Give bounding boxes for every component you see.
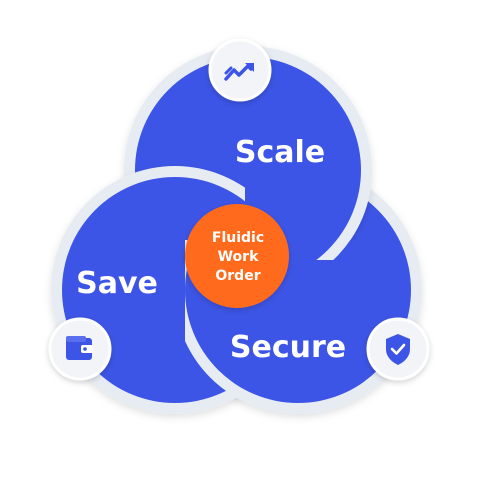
scale-label: Scale — [235, 135, 325, 170]
center-line-2: Work — [218, 249, 259, 265]
scale-badge — [208, 38, 272, 102]
center-line-3: Order — [215, 268, 260, 284]
wallet-icon — [66, 336, 93, 360]
shield-check-icon — [386, 334, 410, 365]
save-label: Save — [76, 266, 158, 301]
center-line-1: Fluidic — [212, 230, 264, 246]
secure-label: Secure — [230, 330, 346, 365]
trend-up-icon — [224, 63, 254, 81]
center-hub — [185, 204, 289, 308]
